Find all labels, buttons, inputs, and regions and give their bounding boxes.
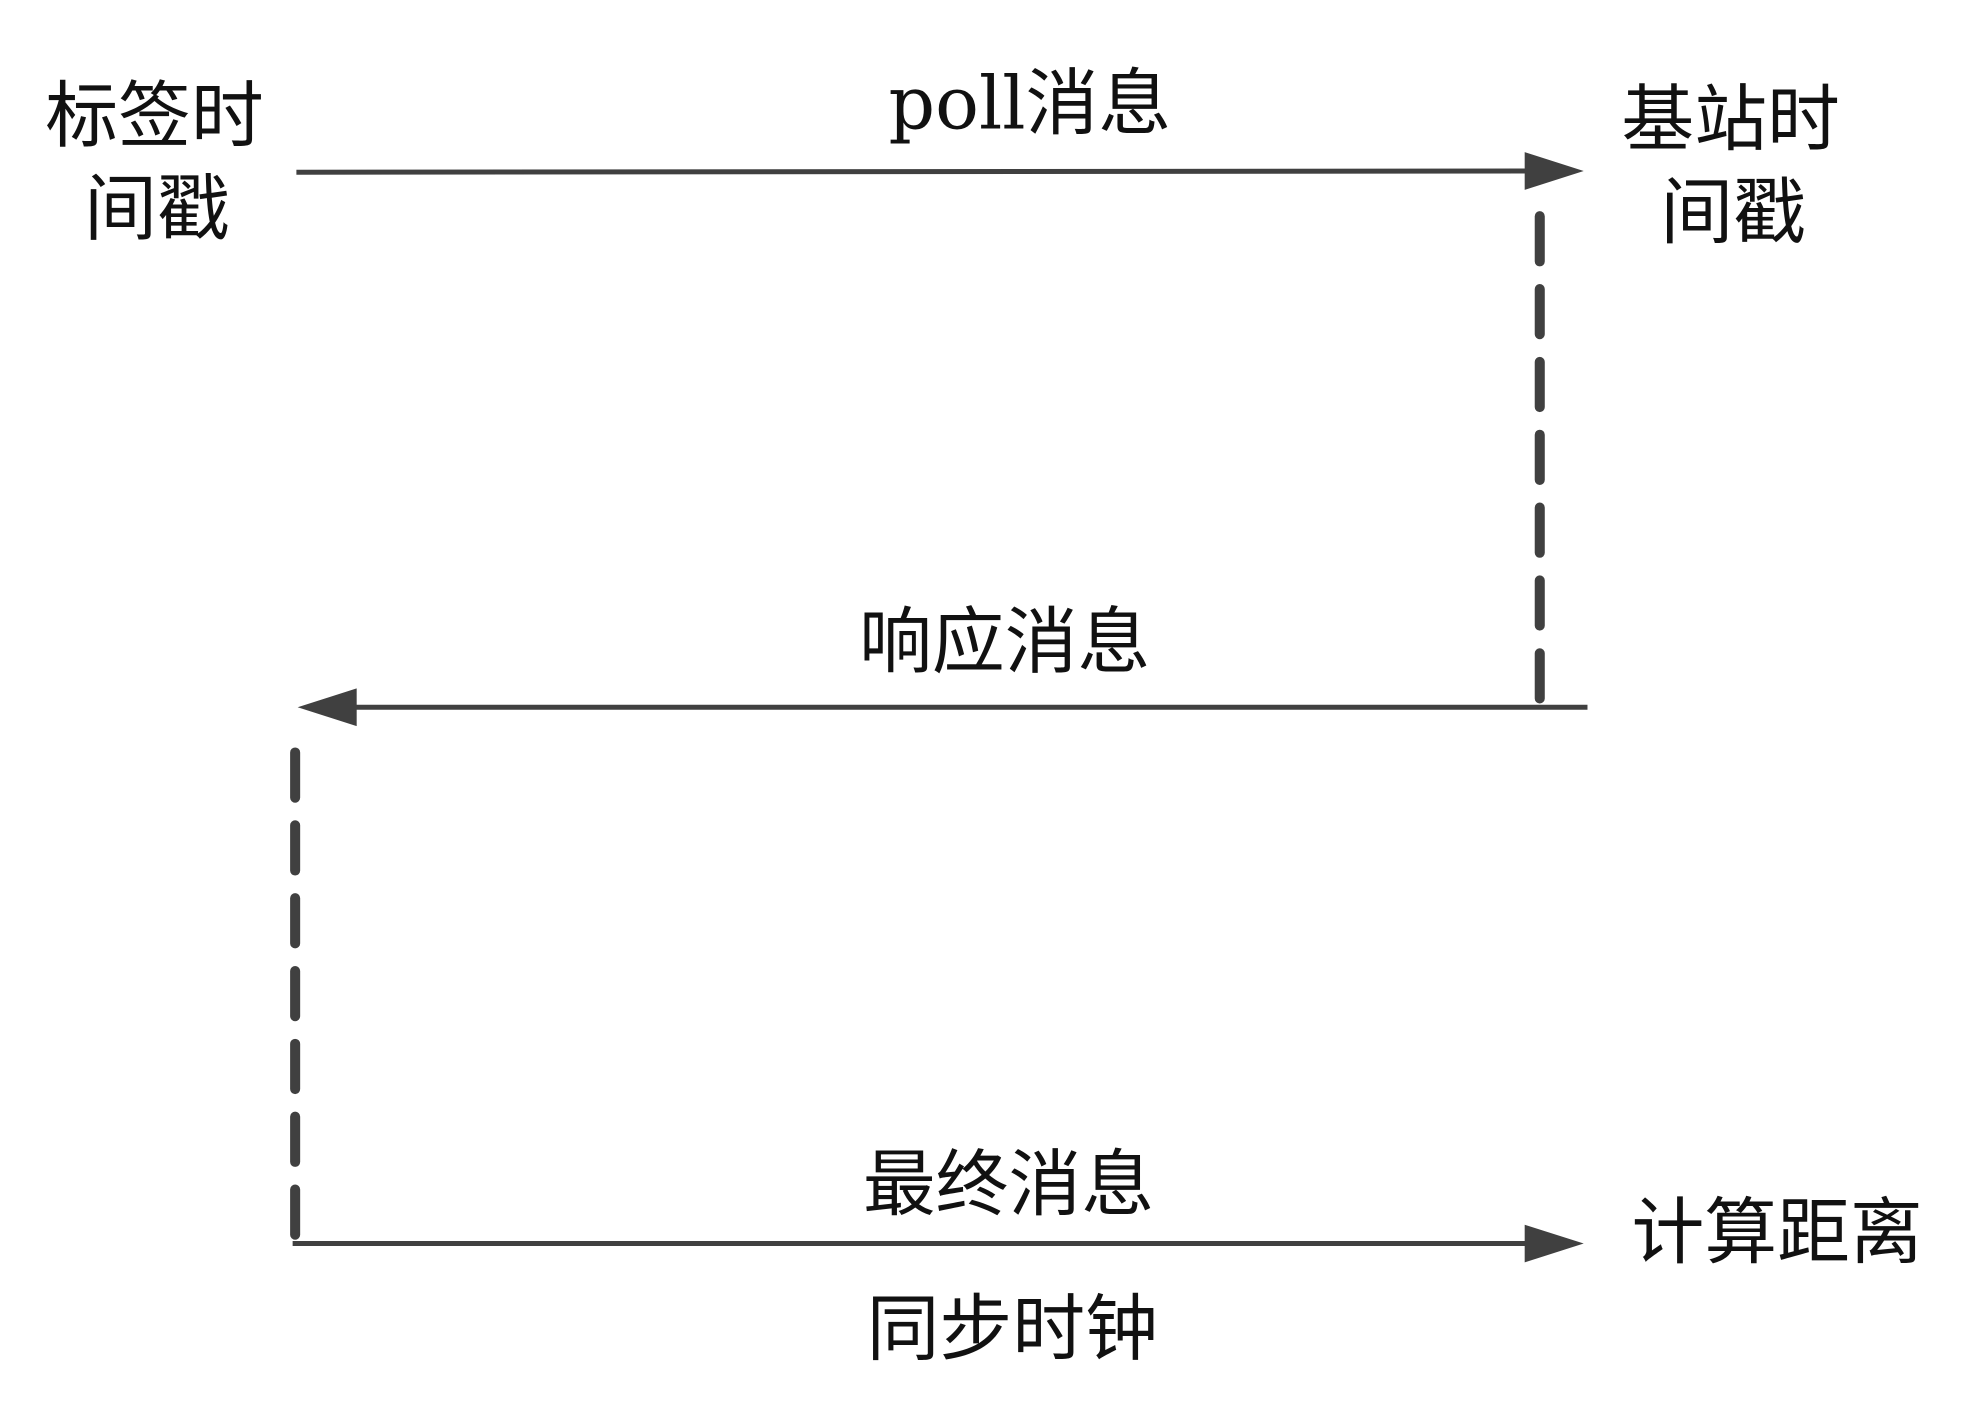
- poll-message-label: poll消息: [888, 61, 1171, 146]
- tag-timestamp-label-line2: 间戳: [84, 167, 230, 252]
- response-message-label: 响应消息: [859, 600, 1150, 685]
- final-arrow: [292, 1224, 1584, 1263]
- tag-timestamp-label-line1: 标签时: [45, 74, 263, 159]
- sync-clock-label: 同步时钟: [867, 1287, 1158, 1372]
- anchor-timestamp-label-line2: 间戳: [1660, 171, 1806, 256]
- response-arrow: [297, 688, 1588, 727]
- compute-distance-label: 计算距离: [1631, 1190, 1922, 1275]
- poll-arrow: [296, 152, 1584, 190]
- anchor-timestamp-label-line1: 基站时: [1621, 78, 1839, 163]
- final-message-label: 最终消息: [863, 1143, 1154, 1228]
